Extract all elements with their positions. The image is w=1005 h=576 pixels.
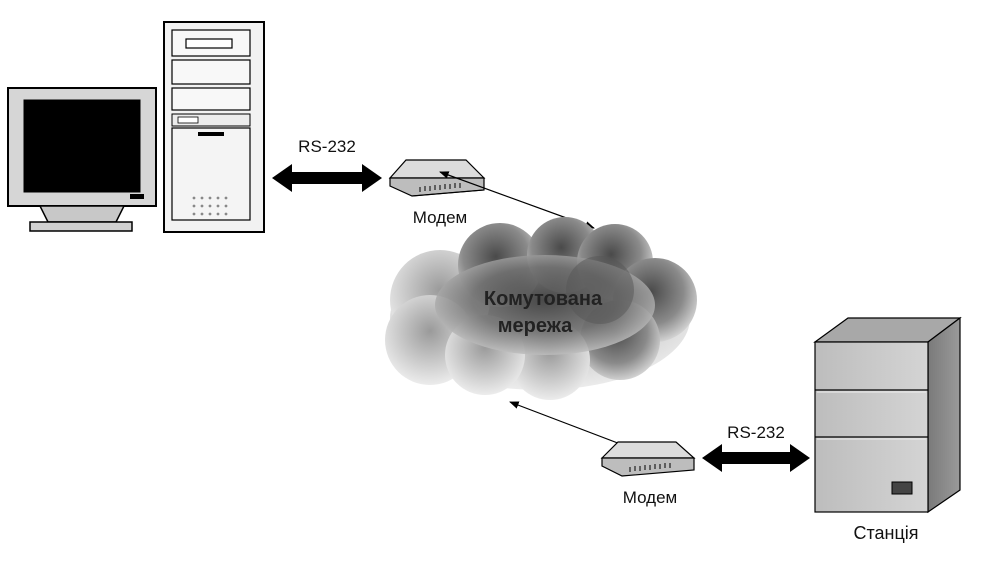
- modem-bottom: Модем: [600, 441, 696, 507]
- modem-icon: [388, 159, 486, 197]
- double-arrow-icon: [702, 444, 810, 472]
- network-label-line1: Комутована: [484, 288, 603, 310]
- server-cabinet-icon: Станція: [813, 316, 962, 543]
- rs232-link-bottom: RS-232: [702, 423, 810, 472]
- modem-top-label: Модем: [413, 208, 468, 227]
- modem-top: Модем: [388, 159, 486, 227]
- cloud-icon: Комутована мережа: [385, 217, 697, 400]
- modem-icon: [600, 441, 696, 477]
- modem-bottom-label: Модем: [623, 488, 678, 507]
- monitor-icon: [7, 87, 157, 232]
- station-label: Станція: [853, 523, 918, 543]
- double-arrow-icon: [272, 164, 382, 192]
- tower-case-icon: [163, 21, 265, 233]
- rs232-label-top: RS-232: [298, 137, 356, 156]
- link-network-modem-bottom: [509, 401, 637, 451]
- network-label-line2: мережа: [498, 315, 573, 337]
- desktop-computer-icon: [7, 21, 265, 233]
- rs232-link-top: RS-232: [272, 137, 382, 192]
- rs232-label-bottom: RS-232: [727, 423, 785, 442]
